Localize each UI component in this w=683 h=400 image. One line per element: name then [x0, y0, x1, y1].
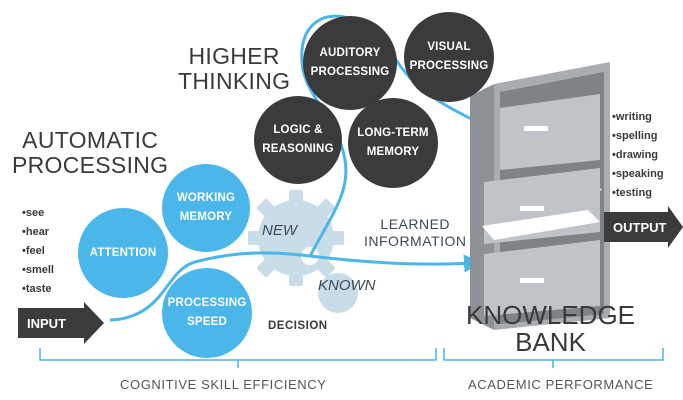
new-label: NEW	[262, 222, 297, 239]
senses-list: •see •hear •feel •smell •taste	[22, 204, 54, 299]
long-term-memory-circle: LONG-TERM MEMORY	[348, 98, 438, 188]
auditory-processing-circle: AUDITORY PROCESSING	[303, 16, 397, 110]
input-label: INPUT	[18, 308, 86, 338]
flow-line-new	[109, 251, 311, 322]
visual-processing-circle: VISUAL PROCESSING	[404, 12, 494, 102]
learned-information-label: LEARNED INFORMATION	[364, 216, 467, 249]
automatic-processing-heading: AUTOMATIC PROCESSING	[12, 127, 169, 178]
bracket-academic	[443, 348, 664, 368]
academic-performance-label: ACADEMIC PERFORMANCE	[468, 377, 654, 392]
known-label: KNOWN	[318, 277, 376, 294]
higher-thinking-heading: HIGHER THINKING	[178, 43, 291, 94]
list-item: •hear	[22, 226, 50, 238]
list-item: •drawing	[612, 149, 659, 161]
list-item: •see	[22, 207, 45, 219]
list-item: •taste	[22, 283, 52, 295]
filing-cabinet-icon	[470, 62, 610, 330]
list-item: •writing	[612, 111, 652, 123]
cognitive-skill-efficiency-label: COGNITIVE SKILL EFFICIENCY	[120, 377, 327, 392]
list-item: •testing	[612, 187, 652, 199]
list-item: •spelling	[612, 130, 658, 142]
list-item: •feel	[22, 245, 45, 257]
decision-label: DECISION	[268, 320, 328, 332]
working-memory-circle: WORKING MEMORY	[162, 164, 250, 252]
list-item: •speaking	[612, 168, 664, 180]
attention-circle: ATTENTION	[78, 208, 168, 298]
processing-speed-circle: PROCESSING SPEED	[162, 268, 252, 358]
outputs-list: •writing •spelling •drawing •speaking •t…	[612, 108, 664, 203]
flow-line-known	[309, 254, 482, 273]
output-label: OUTPUT	[604, 212, 670, 242]
bracket-cognitive	[39, 348, 437, 368]
logic-reasoning-circle: LOGIC & REASONING	[254, 96, 342, 184]
list-item: •smell	[22, 264, 54, 276]
knowledge-bank-label: KNOWLEDGE BANK	[466, 300, 636, 357]
gear-icon	[248, 190, 358, 313]
